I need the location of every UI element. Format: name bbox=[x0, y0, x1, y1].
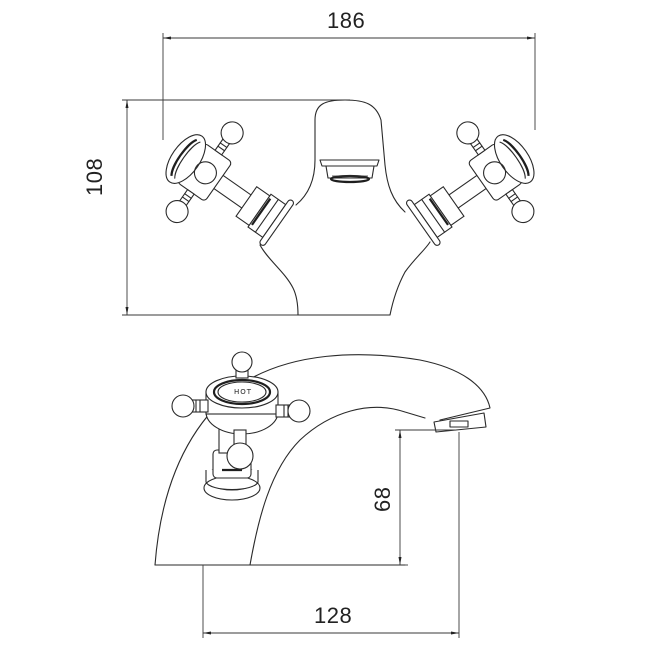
front-body-outline bbox=[259, 241, 431, 316]
dimension-spout-height bbox=[395, 429, 455, 566]
front-view bbox=[165, 99, 535, 316]
dimension-spout-reach bbox=[202, 432, 460, 638]
dimension-label-128: 128 bbox=[314, 603, 353, 628]
side-spout-outer bbox=[154, 354, 491, 566]
dimension-label-108: 108 bbox=[82, 157, 107, 196]
hot-index-label: HOT bbox=[234, 388, 253, 396]
front-spout bbox=[295, 99, 406, 213]
side-view bbox=[154, 351, 491, 566]
dimension-overall-width bbox=[162, 33, 536, 140]
side-spout-inner bbox=[249, 406, 426, 566]
front-right-handle bbox=[405, 121, 535, 246]
dimension-label-186: 186 bbox=[327, 8, 366, 33]
dimension-label-68: 68 bbox=[370, 486, 395, 512]
aerator bbox=[319, 159, 380, 184]
dimension-overall-height bbox=[122, 99, 350, 316]
side-aerator bbox=[433, 412, 487, 433]
front-left-handle bbox=[165, 121, 295, 246]
